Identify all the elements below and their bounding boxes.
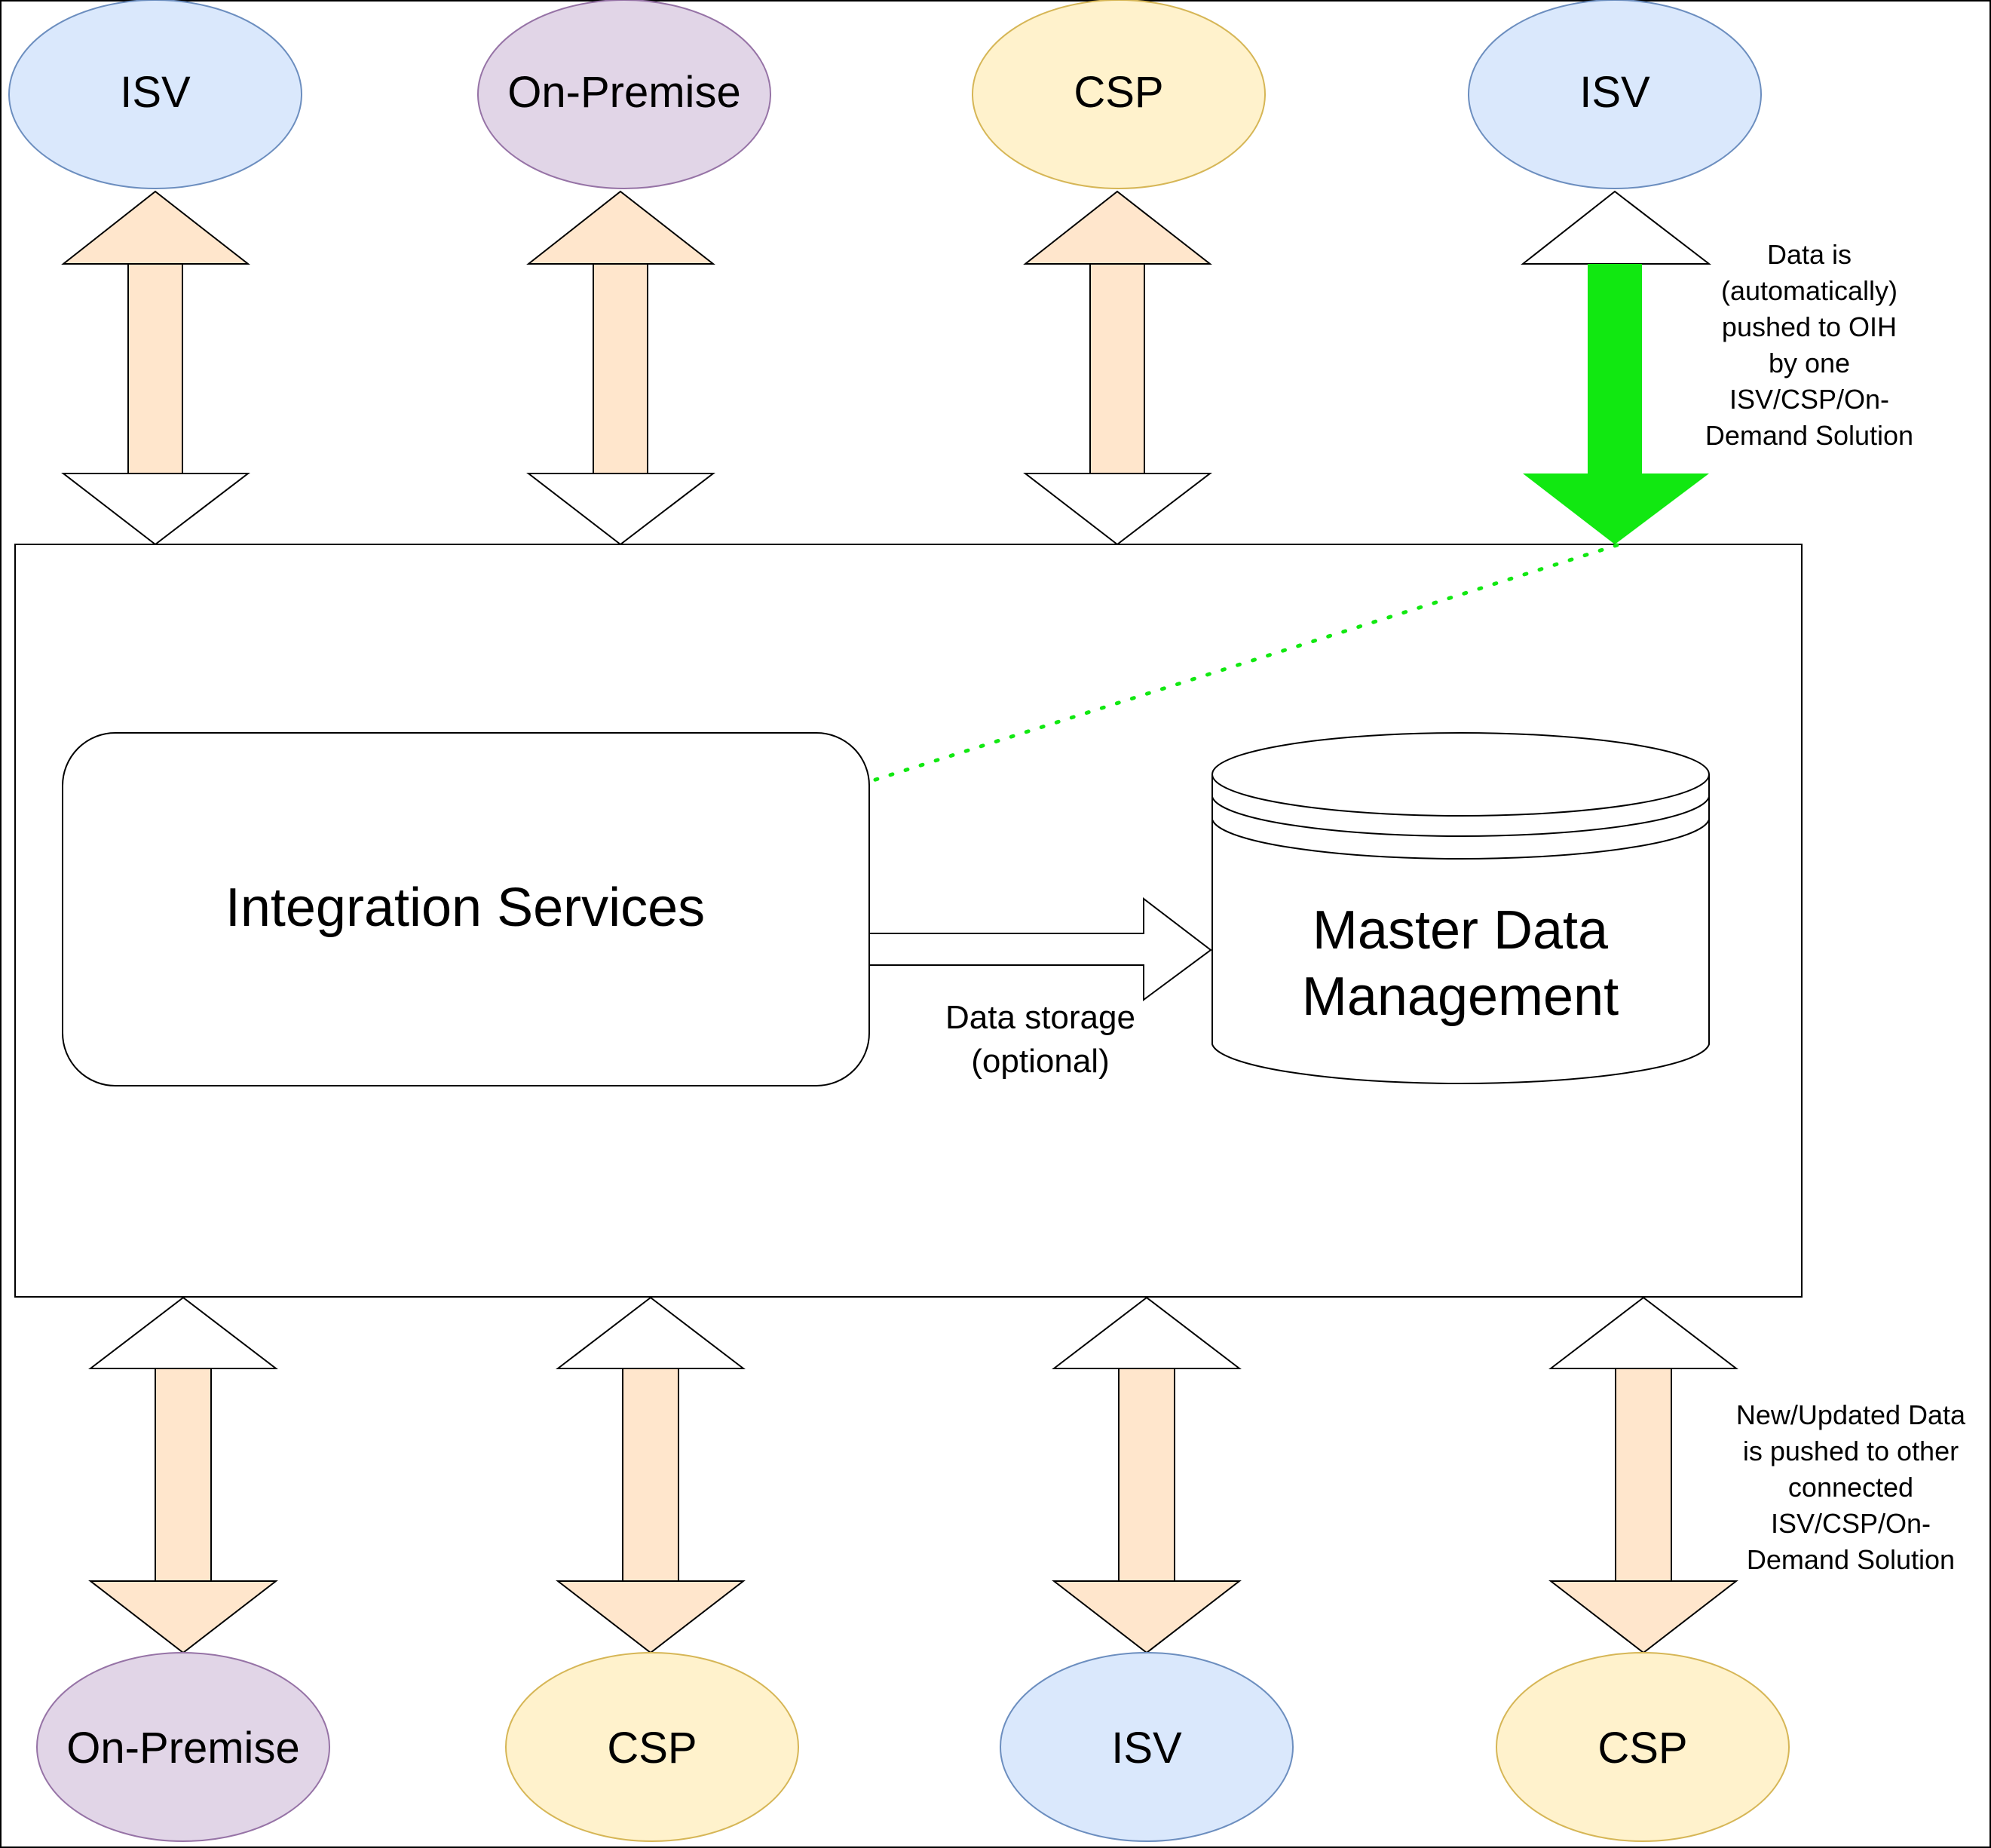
arrow-shaft — [622, 1368, 679, 1582]
top-double-arrow-2 — [526, 190, 715, 546]
annotation-bottom-right-line-5: Demand Solution — [1747, 1544, 1955, 1575]
arrow-shaft — [1118, 1368, 1175, 1582]
top-double-arrow-1 — [61, 190, 250, 546]
bottom-double-arrow-3 — [1052, 1296, 1242, 1654]
top-node-2[interactable]: On-Premise — [477, 0, 771, 189]
annotation-top-right-line-3: pushed to OIH — [1722, 311, 1897, 342]
bottom-node-3-label: ISV — [1111, 1724, 1182, 1773]
storage-label-line1: Data storage — [945, 999, 1135, 1036]
integration-services-label: Integration Services — [225, 878, 705, 938]
bottom-double-arrow-1 — [88, 1296, 278, 1654]
top-nodes: ISV On-Premise CSP ISV — [8, 0, 1762, 189]
top-node-4-label: ISV — [1579, 68, 1650, 117]
arrow-shaft — [155, 1368, 212, 1582]
bottom-node-2[interactable]: CSP — [505, 1652, 799, 1842]
storage-label-line2: (optional) — [971, 1043, 1109, 1080]
bottom-nodes: On-Premise CSP ISV CSP — [36, 1652, 1790, 1842]
bottom-node-3[interactable]: ISV — [1000, 1652, 1294, 1842]
annotation-bottom-right-line-4: ISV/CSP/On- — [1771, 1508, 1931, 1539]
annotation-top-right-line-2: (automatically) — [1721, 275, 1898, 306]
annotation-top-right-line-1: Data is — [1767, 239, 1852, 270]
bottom-node-4-label: CSP — [1597, 1724, 1687, 1773]
arrow-shaft — [1615, 1368, 1672, 1582]
down-arrow-head — [88, 1580, 278, 1654]
annotation-top-right: Data is (automatically) pushed to OIH by on… — [1705, 239, 1913, 451]
down-arrow-head — [61, 473, 250, 546]
dotted-connector — [868, 543, 1619, 783]
master-data-cylinder[interactable]: Master Data Management — [1211, 732, 1710, 1084]
down-arrow-head — [526, 473, 715, 546]
down-arrow-head — [1052, 1580, 1242, 1654]
top-node-3-label: CSP — [1074, 68, 1163, 117]
top-node-3[interactable]: CSP — [972, 0, 1266, 189]
bottom-double-arrow-2 — [556, 1296, 746, 1654]
storage-arrow — [868, 896, 1212, 1001]
top-node-2-label: On-Premise — [507, 68, 740, 117]
annotation-bottom-right-line-3: connected — [1788, 1472, 1913, 1503]
master-data-label-line1: Master Data — [1313, 900, 1609, 961]
top-double-arrow-3 — [1023, 190, 1212, 546]
top-node-1[interactable]: ISV — [8, 0, 302, 189]
top-double-arrow-4 — [1521, 190, 1711, 544]
down-arrow-head-green — [1523, 473, 1709, 544]
bottom-node-2-label: CSP — [607, 1724, 697, 1773]
bottom-node-1[interactable]: On-Premise — [36, 1652, 330, 1842]
master-data-label-line2: Management — [1302, 967, 1619, 1027]
annotation-top-right-line-6: Demand Solution — [1705, 420, 1913, 451]
arrow-shaft-green — [1588, 264, 1642, 473]
top-node-4[interactable]: ISV — [1468, 0, 1762, 189]
annotation-bottom-right-line-2: is pushed to other — [1743, 1436, 1959, 1466]
arrow-shaft — [1089, 263, 1145, 474]
bottom-node-4[interactable]: CSP — [1496, 1652, 1790, 1842]
annotation-bottom-right: New/Updated Data is pushed to other connec… — [1736, 1399, 1966, 1575]
bottom-node-1-label: On-Premise — [66, 1724, 299, 1773]
integration-services-box[interactable]: Integration Services — [62, 732, 870, 1086]
down-arrow-head — [1023, 473, 1212, 546]
annotation-top-right-line-4: by one — [1769, 348, 1850, 378]
top-node-1-label: ISV — [120, 68, 191, 117]
arrow-shaft — [127, 263, 183, 474]
annotation-top-right-line-5: ISV/CSP/On- — [1729, 384, 1889, 415]
down-arrow-head — [556, 1580, 746, 1654]
down-arrow-head — [1548, 1580, 1738, 1654]
arrow-shaft — [593, 263, 648, 474]
bottom-double-arrow-4 — [1548, 1296, 1738, 1654]
annotation-bottom-right-line-1: New/Updated Data — [1736, 1399, 1966, 1430]
